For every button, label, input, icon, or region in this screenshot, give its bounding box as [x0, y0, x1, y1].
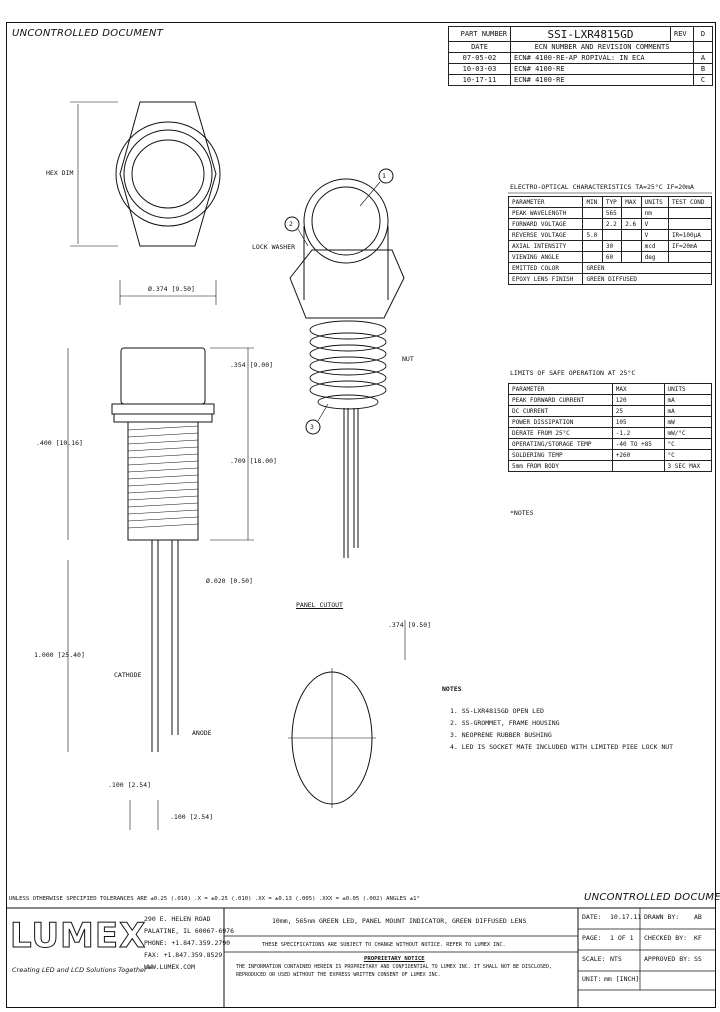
note-line: 4. LED IS SOCKET MATE INCLUDED WITH LIMI…: [450, 743, 674, 751]
note-line: 2. SS-GROMMET, FRAME HOUSING: [450, 719, 560, 727]
table-row: OPERATING/STORAGE TEMP-40 TO +85°C: [508, 438, 713, 450]
tolerance-note: UNLESS OTHERWISE SPECIFIED TOLERANCES AR…: [9, 896, 420, 902]
scale-label: SCALE:: [582, 955, 606, 963]
balloon-1: 1: [382, 172, 386, 180]
proprietary-title: PROPRIETARY NOTICE: [364, 956, 425, 962]
date-label: DATE:: [582, 913, 602, 921]
iso-thread: [309, 320, 387, 410]
address-line: 290 E. HELEN ROAD: [144, 915, 211, 923]
approved-label: APPROVED BY:: [644, 955, 691, 963]
note-line: 1. SS-LXR4815GD OPEN LED: [450, 707, 544, 715]
hex-dim-label: HEX DIM: [46, 169, 74, 177]
checked-label: CHECKED BY:: [644, 934, 688, 942]
panel-cutout-title: PANEL CUTOUT: [296, 601, 343, 609]
address-line: PALATINE, IL 60067-6976: [144, 927, 235, 935]
drawn-value: AB: [694, 913, 702, 921]
electro-title: ELECTRO-OPTICAL CHARACTERISTICS TA=25°C …: [510, 183, 694, 191]
label-anode: ANODE: [192, 729, 212, 737]
revision-row: 10-03-03 ECN# 4100-RE B: [448, 63, 713, 75]
proprietary-text-2: REPRODUCED OR USED WITHOUT THE EXPRESS W…: [236, 972, 441, 978]
balloon-2: 2: [289, 220, 293, 228]
checked-value: KF: [694, 934, 702, 942]
proprietary-text-1: THE INFORMATION CONTAINED HEREIN IS PROP…: [236, 964, 553, 970]
unit-value: mm [INCH]: [604, 975, 640, 983]
panel-cutout-dim: .374 [9.50]: [388, 621, 432, 629]
dim-length: .709 [18.00]: [230, 457, 277, 465]
approved-value: SS: [694, 955, 702, 963]
hex-outline: [119, 101, 217, 247]
balloon-3: 3: [310, 423, 314, 431]
phone: PHONE: +1.847.359.2790: [144, 939, 231, 947]
revision-table: PART NUMBER SSI-LXR4815GD REV D DATE ECN…: [448, 26, 713, 86]
lumex-logo: LUMEX: [9, 916, 147, 957]
dim-pitch: .100 [2.54]: [108, 781, 152, 789]
limits-title: LIMITS OF SAFE OPERATION AT 25°C: [510, 369, 636, 377]
thread-lines: [127, 425, 199, 529]
company-tagline: Creating LED and LCD Solutions Together™: [12, 966, 154, 974]
website: WWW.LUMEX.COM: [144, 963, 195, 971]
dim-diameter: Ø.374 [9.50]: [148, 285, 195, 293]
dim-thread: .400 [10.16]: [36, 439, 83, 447]
dim-lead-space: .100 [2.54]: [170, 813, 214, 821]
rev-value: D: [693, 26, 713, 42]
scale-value: NTS: [610, 955, 622, 963]
date-value: 10.17.11: [610, 913, 642, 921]
uncontrolled-stamp-top: UNCONTROLLED DOCUMENT: [12, 28, 164, 39]
uncontrolled-stamp-bottom: UNCONTROLLED DOCUMENT: [584, 892, 720, 903]
dim-lead-dia: Ø.020 [0.50]: [206, 577, 253, 585]
fax: FAX: +1.847.359.8529: [144, 951, 223, 959]
dim-height: .354 [9.00]: [230, 361, 274, 369]
page-label: PAGE:: [582, 934, 602, 942]
product-title: 10mm, 565nm GREEN LED, PANEL MOUNT INDIC…: [272, 917, 527, 925]
label-lock-washer: LOCK WASHER: [252, 243, 296, 251]
label-nut: NUT: [402, 355, 414, 363]
notes-title: NOTES: [442, 685, 462, 693]
label-cathode: CATHODE: [114, 671, 142, 679]
spec-note: THESE SPECIFICATIONS ARE SUBJECT TO CHAN…: [262, 942, 506, 948]
table-row: SOLDERING TEMP+260°C: [508, 449, 713, 461]
drawn-label: DRAWN BY:: [644, 913, 680, 921]
dim-lead-len: 1.000 [25.40]: [34, 651, 85, 659]
page-value: 1 OF 1: [610, 934, 634, 942]
revision-row: 10-17-11 ECN# 4100-RE C: [448, 74, 713, 86]
drawing-sheet: [6, 22, 716, 1008]
note-line: 3. NEOPRENE RUBBER BUSHING: [450, 731, 552, 739]
limits-footnote: *NOTES: [510, 509, 534, 517]
unit-label: UNIT:: [582, 975, 602, 983]
